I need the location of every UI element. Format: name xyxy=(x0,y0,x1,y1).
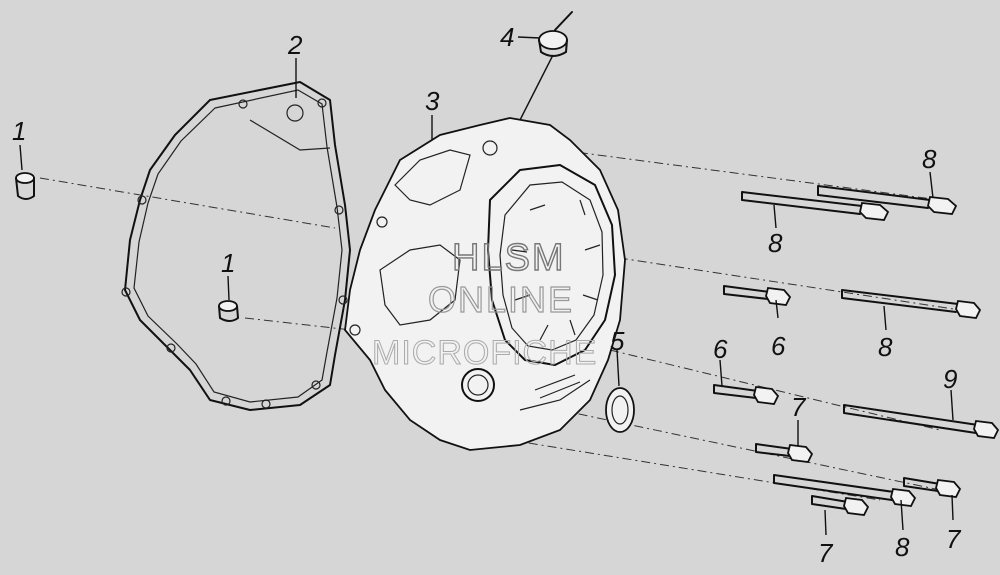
watermark-line-3: MICROFICHE xyxy=(372,334,597,372)
bolts xyxy=(713,185,1000,516)
callout-7-right: 7 xyxy=(946,524,962,554)
gasket xyxy=(121,81,351,411)
crankcase-cover xyxy=(344,117,626,451)
callout-1-dowel-b: 1 xyxy=(221,248,235,278)
dowel-pin-2 xyxy=(218,300,239,322)
callout-6-lower: 6 xyxy=(713,334,728,364)
callout-7-bottom: 7 xyxy=(818,538,834,568)
watermark-line-1: HLSM xyxy=(452,237,566,279)
callout-8-left: 8 xyxy=(768,228,783,258)
oil-seal xyxy=(605,387,635,433)
callout-7-middle: 7 xyxy=(791,392,807,422)
callout-numbers: 1 1 2 3 4 5 6 6 7 7 7 8 8 8 8 9 xyxy=(12,22,962,568)
callout-6-upper: 6 xyxy=(771,331,786,361)
watermark: HLSM ONLINE MICROFICHE xyxy=(372,236,597,372)
callout-8-middle: 8 xyxy=(878,332,893,362)
dowel-pin-1 xyxy=(15,172,35,200)
callout-3-cover: 3 xyxy=(425,86,440,116)
oil-filler-cap xyxy=(538,11,573,57)
watermark-line-2: ONLINE xyxy=(428,279,574,320)
callout-8-top: 8 xyxy=(922,144,937,174)
callout-2-gasket: 2 xyxy=(287,30,303,60)
callout-8-bottom: 8 xyxy=(895,532,910,562)
callout-leaders xyxy=(19,36,954,536)
callout-4-cap: 4 xyxy=(500,22,514,52)
callout-9-long-bolt: 9 xyxy=(943,364,957,394)
callout-5-seal: 5 xyxy=(610,326,625,356)
callout-1-dowel-a: 1 xyxy=(12,116,26,146)
